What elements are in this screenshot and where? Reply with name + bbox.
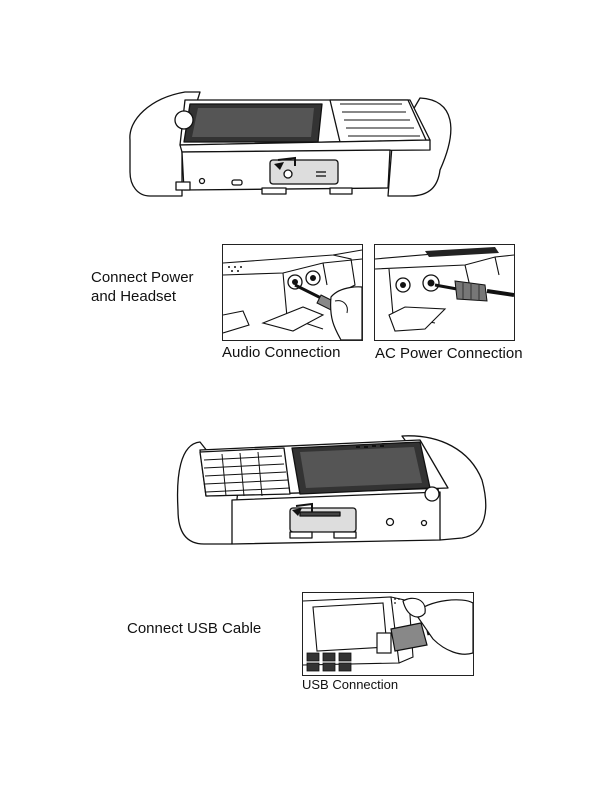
usb-heading: Connect USB Cable [127, 619, 261, 638]
power-headset-heading-line2: and Headset [91, 287, 194, 306]
ac-power-connection-image [374, 244, 515, 341]
device-top-illustration [0, 0, 612, 220]
device-bottom-illustration [0, 420, 612, 560]
power-headset-heading-line1: Connect Power [91, 268, 194, 287]
audio-connection-caption: Audio Connection [222, 343, 340, 362]
audio-connection-image [222, 244, 363, 341]
usb-connection-caption: USB Connection [302, 677, 398, 692]
ac-power-connection-caption: AC Power Connection [375, 344, 523, 363]
usb-connection-image [302, 592, 474, 676]
